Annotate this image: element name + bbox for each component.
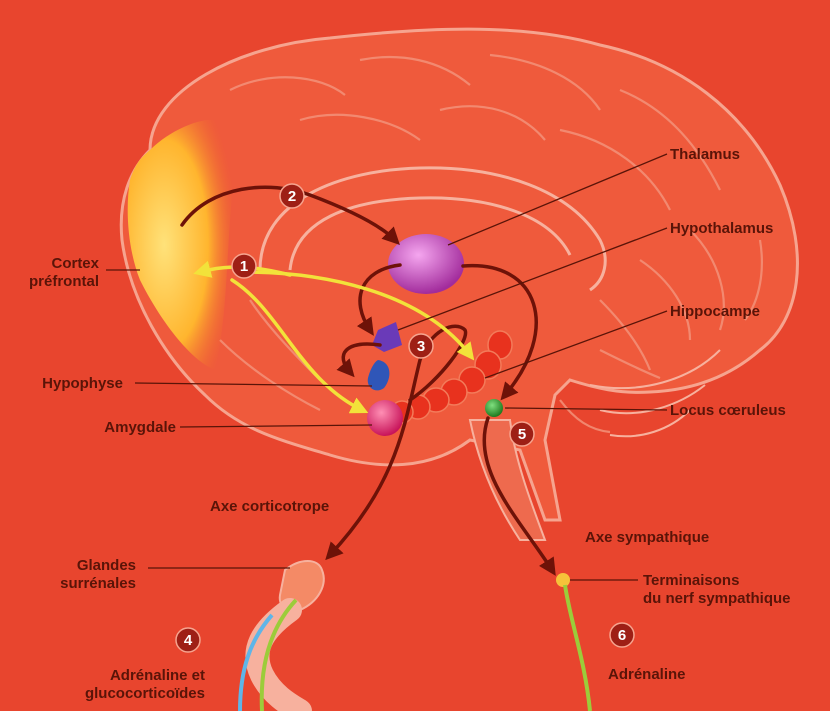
label-adrenaline: Adrénaline [608, 666, 686, 683]
label-glandes-line1: Glandes [77, 557, 136, 574]
label-hypophyse: Hypophyse [42, 375, 123, 392]
badge-3: 3 [409, 334, 433, 358]
prefrontal-cortex [128, 120, 233, 370]
label-amygdale: Amygdale [104, 419, 176, 436]
badge-4: 4 [176, 628, 200, 652]
badge-1: 1 [232, 254, 256, 278]
amygdale-shape [367, 400, 403, 436]
badge-2: 2 [280, 184, 304, 208]
label-axe-sympathique: Axe sympathique [585, 529, 709, 546]
badge-5: 5 [510, 422, 534, 446]
svg-text:6: 6 [618, 627, 626, 644]
svg-text:1: 1 [240, 258, 248, 275]
brain [121, 29, 797, 540]
label-axe-corticotrope: Axe corticotrope [210, 498, 329, 515]
label-adre-gluco-line2: glucocorticoïdes [85, 685, 205, 702]
label-hippocampe: Hippocampe [670, 303, 760, 320]
terminaisons-dot [556, 573, 570, 587]
adrenal-kidney [240, 600, 300, 711]
label-hypothalamus: Hypothalamus [670, 220, 773, 237]
svg-text:3: 3 [417, 338, 425, 355]
sympathetic-nerve [565, 585, 590, 711]
label-cortex-line1: Cortex [51, 255, 99, 272]
label-terminaisons-line1: Terminaisons [643, 572, 739, 589]
label-glandes-line2: surrénales [60, 575, 136, 592]
label-locus: Locus cœruleus [670, 402, 786, 419]
locus-shape [485, 399, 503, 417]
svg-text:4: 4 [184, 632, 193, 649]
svg-text:5: 5 [518, 426, 526, 443]
svg-text:2: 2 [288, 188, 296, 205]
badge-6: 6 [610, 623, 634, 647]
label-terminaisons-line2: du nerf sympathique [643, 590, 791, 607]
label-cortex-line2: préfrontal [29, 273, 99, 290]
label-thalamus: Thalamus [670, 146, 740, 163]
label-adre-gluco-line1: Adrénaline et [110, 667, 205, 684]
